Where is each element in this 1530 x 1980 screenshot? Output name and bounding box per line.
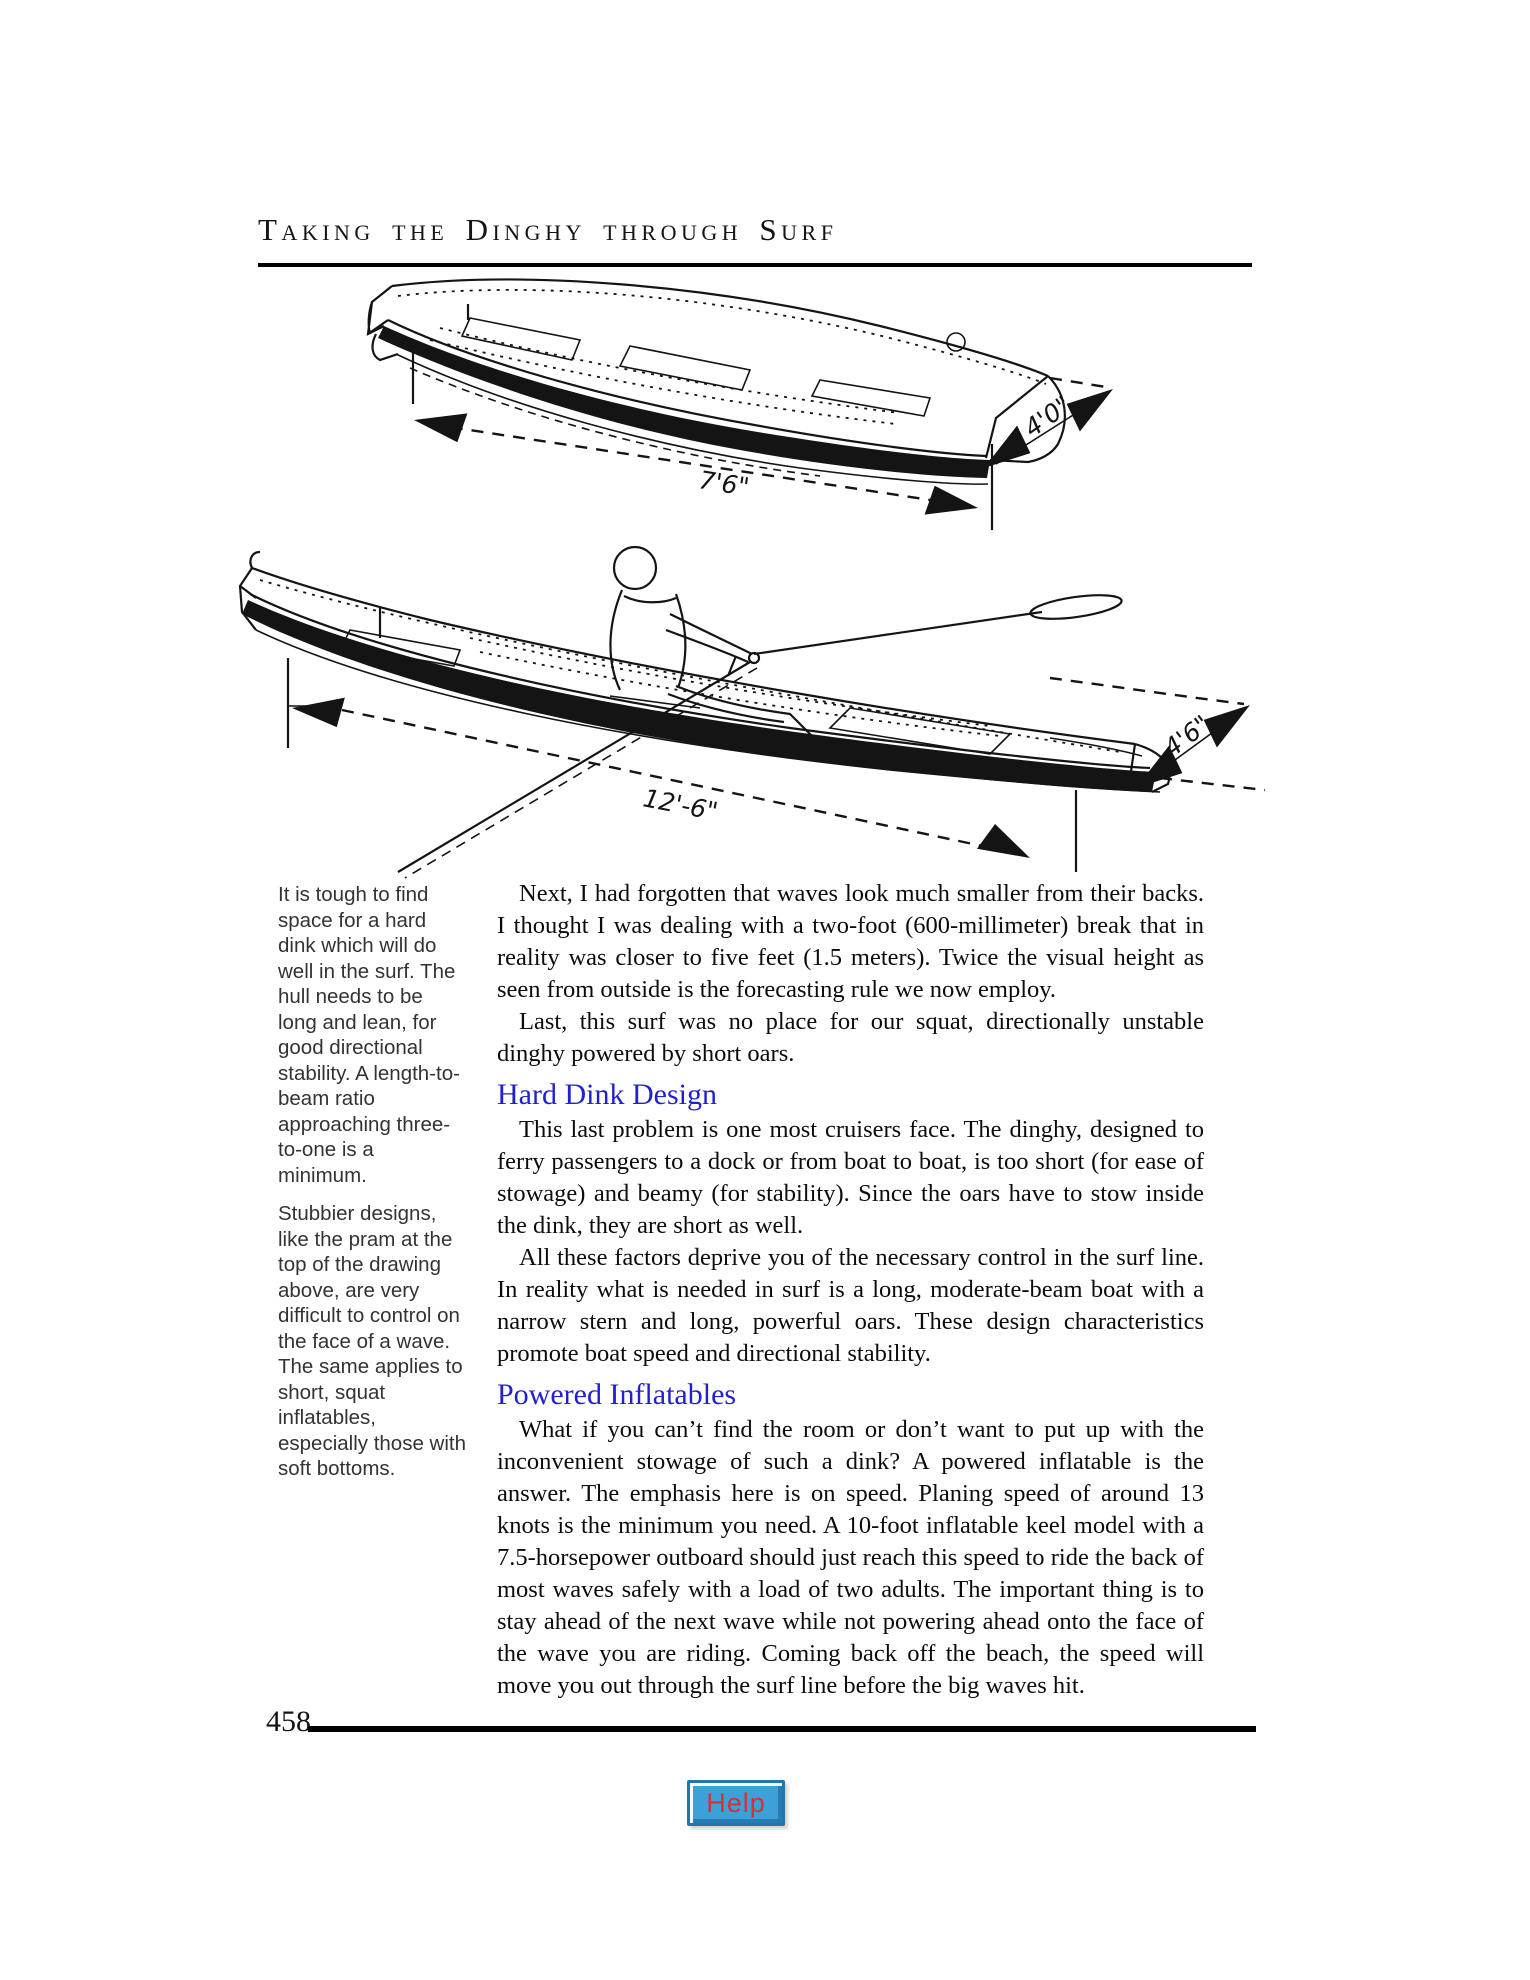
page-number: 458 [266, 1705, 311, 1738]
paragraph-last-problem: This last problem is one most cruisers f… [497, 1116, 1204, 1239]
paragraph-surf-no-place: Last, this surf was no place for our squ… [497, 1008, 1204, 1067]
rowing-dory-illustration: 12'-6" 4'6" [238, 545, 1266, 879]
help-button[interactable]: Help [687, 1780, 785, 1826]
footer-rule [308, 1726, 1256, 1732]
sidebar-paragraph-2: Stubbier designs, like the pram at the t… [278, 1202, 467, 1480]
pram-dinghy-illustration: 7'6" 4'0" [366, 278, 1113, 530]
title-rule [258, 263, 1252, 267]
sidebar-note: It is tough to find space for a hard din… [278, 882, 466, 1482]
heading-hard-dink-design: Hard Dink Design [497, 1078, 717, 1111]
dory-length-dimension-label: 12'-6" [641, 783, 720, 826]
article-column: Next, I had forgotten that waves look mu… [497, 878, 1204, 1702]
paragraph-powered-inflatable: What if you can’t find the room or don’t… [497, 1416, 1204, 1699]
paragraph-all-factors: All these factors deprive you of the nec… [497, 1244, 1204, 1367]
pram-beam-dimension-label: 4'0" [1019, 390, 1077, 443]
page-title: Taking the Dinghy through Surf [258, 212, 838, 247]
sidebar-paragraph-1: It is tough to find space for a hard din… [278, 883, 460, 1187]
paragraph-waves: Next, I had forgotten that waves look mu… [497, 880, 1204, 1003]
heading-powered-inflatables: Powered Inflatables [497, 1378, 737, 1411]
